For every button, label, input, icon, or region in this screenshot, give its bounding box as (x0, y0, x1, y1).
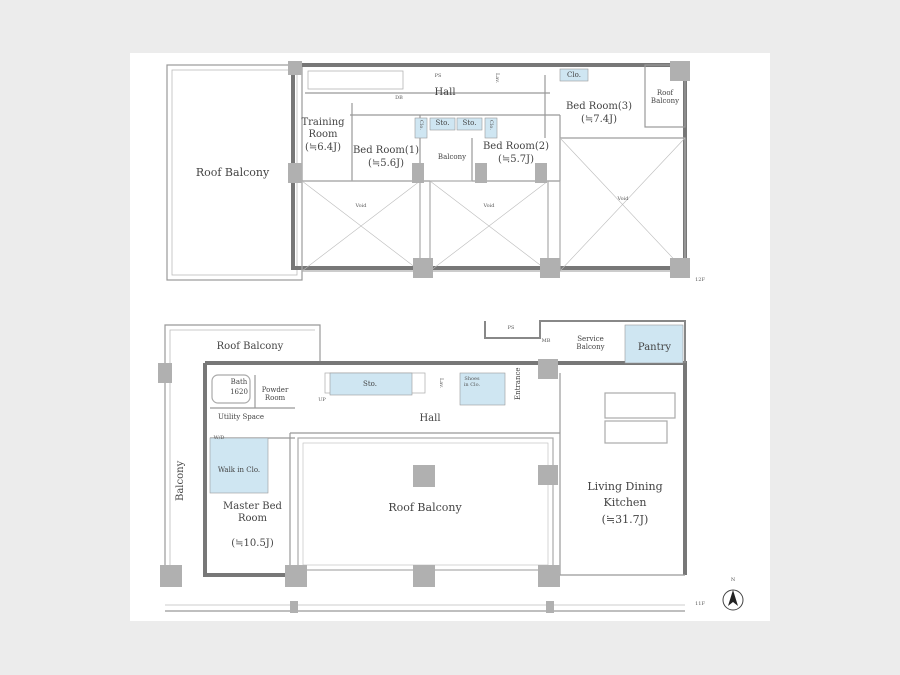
upper-roof-balcony-small-label: Roof Balcony (650, 89, 680, 105)
upper-hall-label: Hall (434, 87, 456, 98)
compass-icon (722, 589, 744, 611)
service-balcony-label: Service Balcony (576, 335, 605, 351)
lower-lav-label: Lav. (438, 378, 444, 389)
lower-ps-label: PS (507, 325, 515, 331)
bed-room-1-label: Bed Room(1) (352, 145, 420, 156)
lower-mb-label: MB (541, 338, 551, 344)
upper-storage-2-label: Sto. (462, 119, 477, 127)
bed-room-2-label: Bed Room(2) (482, 141, 550, 152)
ldk-label: Living Dining Kitchen (587, 480, 663, 509)
void-3-label: Void (617, 196, 629, 202)
training-room-label: Training Room (301, 117, 345, 140)
shoes-in-closet-label: Shoes in Clo. (463, 376, 481, 388)
upper-lav-label: Lav. (494, 73, 500, 84)
lower-up-label: UP (318, 397, 326, 403)
upper-ps-label: PS (434, 73, 442, 79)
master-bed-room-label: Master Bed Room (223, 501, 282, 524)
lower-storage-label: Sto. (363, 380, 377, 388)
void-2-label: Void (483, 203, 495, 209)
upper-closet-3-label: Clo. (567, 71, 581, 79)
utility-space-label: Utility Space (218, 413, 264, 421)
bed-room-2-size: (≒5.7J) (497, 154, 535, 165)
lower-balcony-left-label: Balcony (175, 460, 186, 502)
bath-label: Bath (230, 378, 248, 386)
pantry-label: Pantry (637, 342, 672, 353)
master-bed-room-size: (≒10.5J) (231, 538, 274, 549)
upper-closet-2-label: Clo. (488, 120, 494, 130)
upper-db-label: DB (395, 95, 403, 101)
powder-room-label: Powder Room (261, 386, 289, 402)
bed-room-3-size: (≒7.4J) (580, 114, 618, 125)
upper-storage-1-label: Sto. (435, 119, 450, 127)
bed-room-3-label: Bed Room(3) (565, 101, 633, 112)
upper-closet-1-label: Clo. (418, 120, 424, 130)
training-room-size: (≒6.4J) (304, 142, 342, 153)
lower-roof-balcony-center-label: Roof Balcony (388, 501, 462, 514)
upper-roof-balcony-label: Roof Balcony (195, 166, 270, 179)
lower-floor-label: 11F (695, 601, 705, 607)
floor-plan-drawing (158, 61, 744, 613)
bed-room-1-size: (≒5.6J) (367, 158, 405, 169)
bath-size: 1620 (230, 388, 248, 396)
ldk-size: (≒31.7J) (601, 513, 649, 526)
lower-roof-balcony-top-label: Roof Balcony (216, 341, 284, 352)
void-1-label: Void (355, 203, 367, 209)
lower-hall-label: Hall (419, 413, 441, 424)
floor-plan-sheet: Roof Balcony Hall Training Room (≒6.4J) … (130, 53, 770, 621)
compass-north-label: N (730, 577, 736, 583)
washer-dryer-label: W/D (213, 435, 225, 441)
upper-floor-label: 12F (695, 277, 705, 283)
walk-in-closet-label: Walk in Clo. (217, 466, 261, 474)
upper-balcony-label: Balcony (437, 153, 467, 161)
entrance-label: Entrance (514, 367, 522, 400)
